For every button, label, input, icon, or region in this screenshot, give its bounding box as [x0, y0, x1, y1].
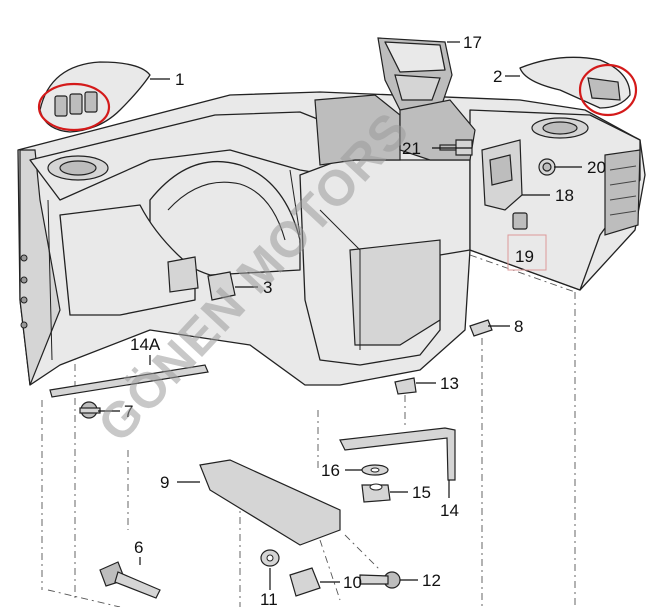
part-9-strut: [199, 459, 341, 546]
callout-7: 7: [124, 402, 133, 421]
callout-6: 6: [134, 538, 143, 557]
part-20-grommet: [538, 158, 556, 176]
callout-3: 3: [263, 278, 272, 297]
part-7-screw: [79, 401, 101, 419]
callout-18: 18: [555, 186, 574, 205]
part-19-clip: [507, 212, 547, 271]
callout-13: 13: [440, 374, 459, 393]
callout-9: 9: [160, 473, 169, 492]
part-18-bracket: [481, 139, 523, 211]
callout-1: 1: [175, 70, 184, 89]
callout-21: 21: [402, 139, 421, 158]
part-17-center-duct: [314, 37, 476, 166]
highlight-circle-left: [37, 82, 111, 132]
callout-labels: 1 2 17 21 20 18 19 3 8 14A 13 7 9 16 15 …: [124, 33, 606, 607]
callout-20: 20: [587, 158, 606, 177]
part-8-clip: [469, 319, 493, 337]
part-1-left-vent-trim: [37, 61, 151, 133]
part-6-bolt: [99, 561, 161, 599]
callout-15: 15: [412, 483, 431, 502]
callout-17: 17: [463, 33, 482, 52]
callout-19: 19: [515, 247, 534, 266]
part-16-washer: [361, 464, 389, 476]
callout-12: 12: [422, 571, 441, 590]
callout-14a: 14A: [130, 335, 161, 354]
part-11-washer: [260, 549, 280, 567]
callout-10: 10: [343, 573, 362, 592]
part-2-right-vent-trim: [519, 56, 638, 117]
part-15-nut: [361, 483, 391, 503]
callout-8: 8: [514, 317, 523, 336]
part-12-bolt: [359, 571, 401, 589]
part-3-clip: [207, 271, 236, 301]
callout-11: 11: [260, 590, 278, 607]
callout-16: 16: [321, 461, 340, 480]
part-10-spacer: [289, 567, 321, 597]
callout-2: 2: [493, 67, 502, 86]
leader-lines: [98, 41, 582, 590]
highlight-circle-right: [578, 63, 638, 117]
callout-14: 14: [440, 501, 459, 520]
part-14-bracket: [339, 427, 456, 481]
part-13-clip: [394, 377, 417, 395]
part-14a-rail: [49, 364, 209, 398]
